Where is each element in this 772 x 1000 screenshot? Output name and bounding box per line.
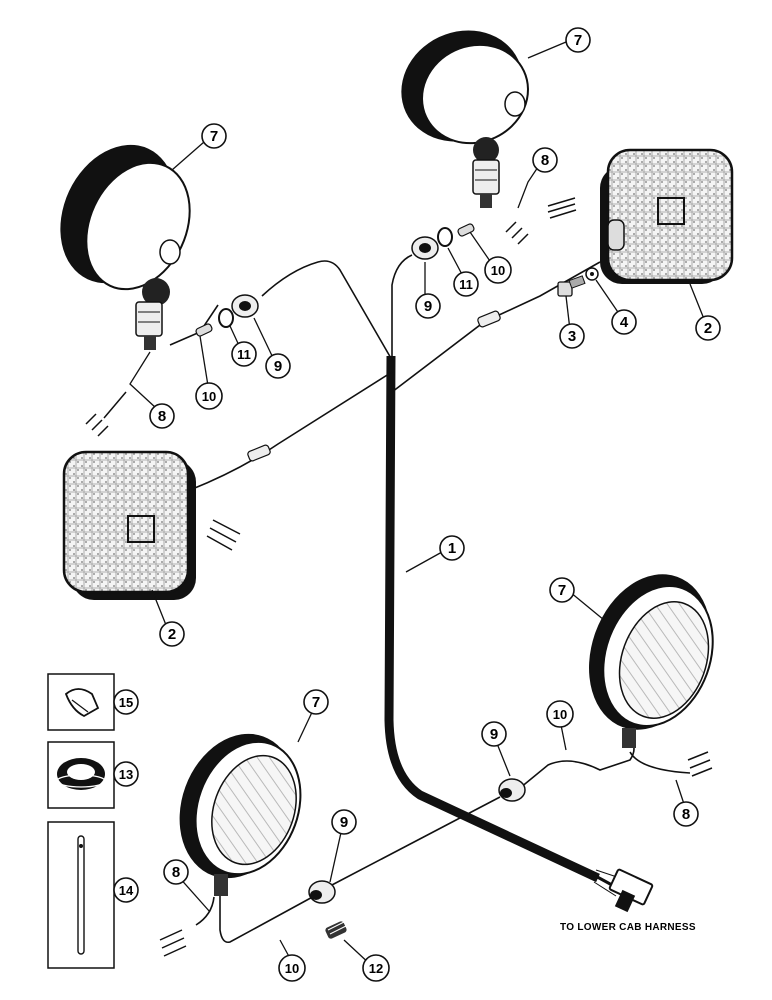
- callout-2-upper-right: 2: [695, 315, 721, 341]
- callouts: 7 7 8 8 9 9 10 10 11 11 3 4 2 2 1 7 7 10…: [113, 27, 721, 982]
- svg-text:8: 8: [541, 152, 549, 169]
- lamp-2-upper-right-icon: [600, 148, 734, 284]
- callout-7-upper-center: 7: [565, 27, 591, 53]
- callout-9-lower-left: 9: [331, 809, 357, 835]
- svg-text:7: 7: [210, 128, 218, 145]
- svg-text:11: 11: [459, 277, 473, 292]
- callout-2-left: 2: [159, 621, 185, 647]
- lamp-7-lower-left-icon: [179, 733, 302, 896]
- spring-12-icon: [325, 921, 347, 939]
- callout-12: 12: [362, 954, 390, 982]
- main-harness-1: [384, 355, 600, 883]
- connector-9-lower-left-icon: [308, 880, 336, 904]
- callout-7-lower-left: 7: [303, 689, 329, 715]
- callout-10-upper-left: 10: [195, 382, 223, 410]
- callout-10-lower-left: 10: [278, 954, 306, 982]
- clip-15-icon: [64, 688, 100, 718]
- svg-text:8: 8: [172, 864, 180, 881]
- lamp-7-lower-right-icon: [589, 574, 714, 748]
- svg-text:8: 8: [682, 806, 690, 823]
- part-15-box: [47, 673, 115, 731]
- callout-1: 1: [439, 535, 465, 561]
- svg-text:14: 14: [119, 883, 134, 898]
- svg-text:3: 3: [568, 328, 576, 345]
- svg-text:10: 10: [491, 263, 505, 278]
- callout-4: 4: [611, 309, 637, 335]
- svg-text:9: 9: [274, 358, 282, 375]
- grommet-13-icon: [56, 758, 106, 790]
- callout-9-lower-right: 9: [481, 721, 507, 747]
- svg-text:7: 7: [574, 32, 582, 49]
- svg-text:9: 9: [424, 298, 432, 315]
- ring-11-upper-center-icon: [437, 227, 453, 247]
- svg-text:1: 1: [448, 540, 456, 557]
- connector-9-lower-right-icon: [498, 778, 526, 802]
- callout-9-upper-left: 9: [265, 353, 291, 379]
- callout-8-lower-left: 8: [163, 859, 189, 885]
- callout-8-upper-left: 8: [149, 403, 175, 429]
- svg-text:8: 8: [158, 408, 166, 425]
- callout-3: 3: [559, 323, 585, 349]
- lamp-2-left-icon: [62, 450, 196, 600]
- part-14-box: [47, 821, 115, 969]
- svg-text:13: 13: [119, 767, 133, 782]
- svg-text:9: 9: [340, 814, 348, 831]
- harness-connector-icon: [608, 868, 654, 913]
- svg-text:15: 15: [119, 695, 133, 710]
- svg-text:4: 4: [620, 314, 629, 331]
- callout-14: 14: [113, 877, 139, 903]
- svg-text:2: 2: [168, 626, 176, 643]
- svg-text:2: 2: [704, 320, 712, 337]
- svg-text:10: 10: [553, 707, 567, 722]
- callout-7-lower-right: 7: [549, 577, 575, 603]
- svg-text:10: 10: [202, 389, 216, 404]
- lamp-7-upper-left-icon: [60, 144, 191, 350]
- connector-9-upper-center-icon: [411, 236, 439, 260]
- splice-upper-icon: [477, 310, 501, 328]
- callout-15: 15: [113, 689, 139, 715]
- callout-8-lower-right: 8: [673, 801, 699, 827]
- svg-text:7: 7: [312, 694, 320, 711]
- connector-9-upper-left-icon: [231, 294, 259, 318]
- svg-text:12: 12: [369, 961, 383, 976]
- callout-11-upper-left: 11: [231, 341, 257, 367]
- ring-11-upper-left-icon: [218, 308, 234, 328]
- terminal-10-upper-center-icon: [457, 223, 475, 237]
- harness-note: TO LOWER CAB HARNESS: [560, 922, 696, 933]
- callout-13: 13: [113, 761, 139, 787]
- callout-9-upper-center: 9: [415, 293, 441, 319]
- tube-14-icon: [77, 835, 85, 955]
- terminal-10-upper-left-icon: [195, 323, 213, 337]
- callout-8-upper-center: 8: [532, 147, 558, 173]
- callout-11-upper-center: 11: [453, 271, 479, 297]
- svg-text:9: 9: [490, 726, 498, 743]
- lamp-7-upper-center-icon: [401, 30, 529, 208]
- svg-text:10: 10: [285, 961, 299, 976]
- svg-text:11: 11: [237, 347, 251, 362]
- washer-4-icon: [585, 267, 599, 281]
- ground-symbols: [85, 197, 713, 957]
- callout-10-lower-right: 10: [546, 700, 574, 728]
- callout-7-upper-left: 7: [201, 123, 227, 149]
- part-13-box: [47, 741, 115, 809]
- splice-left-icon: [247, 444, 271, 462]
- svg-text:7: 7: [558, 582, 566, 599]
- callout-10-upper-center: 10: [484, 256, 512, 284]
- bolt-3-icon: [557, 275, 586, 297]
